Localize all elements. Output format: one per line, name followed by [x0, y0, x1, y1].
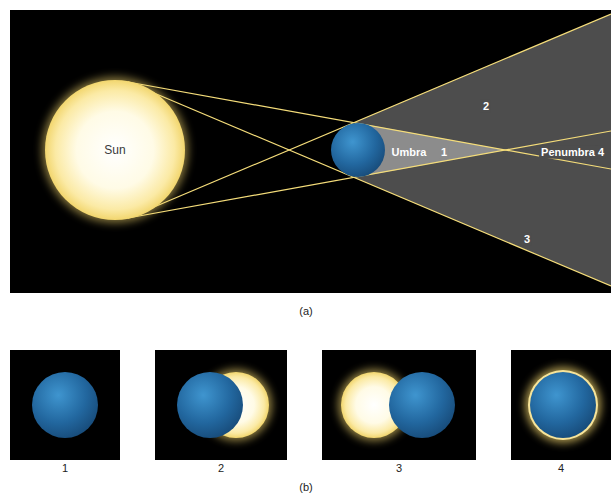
- view-frame: [155, 350, 287, 460]
- view-number: 4: [556, 462, 566, 475]
- earth: [32, 372, 98, 438]
- earth: [530, 372, 596, 438]
- view-number: 2: [216, 462, 226, 475]
- view-number: 3: [394, 462, 404, 475]
- region-label: Penumbra: [539, 146, 597, 159]
- callout-number: 4: [596, 146, 606, 159]
- region-label: Umbra: [390, 146, 429, 159]
- callout-number: 2: [481, 100, 491, 113]
- sun-glow: [42, 77, 188, 223]
- earth: [331, 123, 385, 177]
- callout-number: 3: [522, 233, 532, 246]
- sun-body: Sun: [45, 80, 185, 220]
- view-frame: [511, 350, 611, 460]
- earth: [389, 372, 455, 438]
- sun: [45, 80, 185, 220]
- panel-label: (a): [297, 305, 314, 318]
- shadow-lines: [128, 14, 611, 286]
- panel-label: (b): [297, 481, 314, 494]
- earth: [177, 372, 243, 438]
- view-frame: [322, 350, 476, 460]
- panel-ground: [10, 10, 611, 293]
- body-label: Sun: [104, 143, 125, 157]
- callout-number: 1: [439, 146, 449, 159]
- sun-ring: [528, 370, 598, 440]
- view-number: 1: [60, 462, 70, 475]
- view-frame: [10, 350, 120, 460]
- sun-glow: [525, 367, 601, 443]
- penumbra-region: [355, 14, 611, 286]
